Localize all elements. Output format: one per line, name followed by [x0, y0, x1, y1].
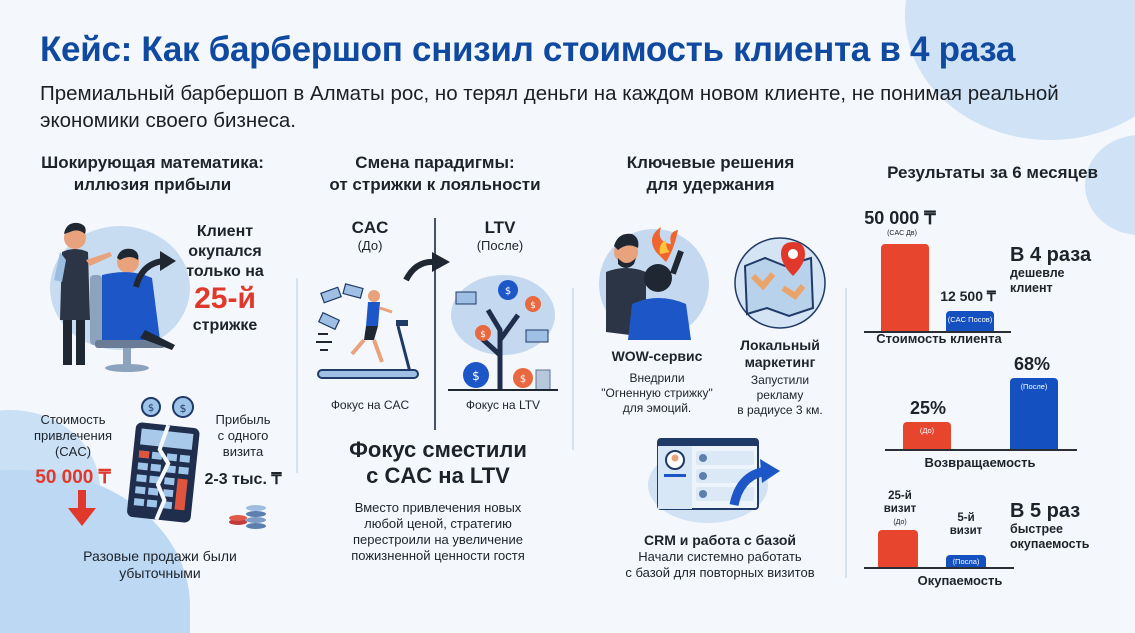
down-arrow-icon	[68, 490, 96, 526]
page-title: Кейс: Как барбершоп снизил стоимость кли…	[40, 30, 1016, 69]
caption-focus-cac: Фокус на CAC	[330, 398, 410, 412]
broken-calculator-icon: $ $	[127, 396, 200, 523]
bar-retention-before: (До)	[903, 422, 951, 450]
payback-callout: Клиент окупался только на 25-й стрижке	[175, 222, 275, 336]
divider-2	[572, 288, 574, 450]
page-subtitle: Премиальный барбершоп в Алматы рос, но т…	[40, 82, 1059, 132]
chart-caption-cost: Стоимость клиента	[876, 331, 1002, 346]
svg-text:$: $	[180, 402, 187, 415]
payback-highlight: 25-й	[194, 282, 256, 315]
cac-stat: Стоимость привлечения (CAC) 50 000 ₸	[18, 412, 128, 488]
svg-text:$: $	[505, 286, 511, 297]
svg-text:$: $	[472, 369, 480, 383]
svg-text:$: $	[520, 374, 526, 385]
section-heading: Ключевые решения для удержания	[626, 153, 795, 194]
barber-illustration-icon	[50, 222, 190, 372]
solution-crm: CRM и работа с базой Начали системно раб…	[625, 532, 815, 580]
loss-conclusion: Разовые продажи были убыточными	[83, 548, 237, 581]
divider-1	[296, 278, 298, 473]
svg-text:$: $	[530, 301, 536, 311]
profit-stat: Прибыль с одного визита 2-3 тыс. ₸	[198, 412, 288, 488]
callout-4x-cheaper: В 4 раза дешевле клиент	[1010, 244, 1092, 295]
section-shocking-math: Шокирующая математика: иллюзия прибыли	[15, 152, 290, 196]
curved-arrow-icon	[133, 251, 176, 288]
bar-cac-before	[881, 244, 929, 332]
focus-shift-description: Вместо привлечения новых любой ценой, ст…	[351, 500, 525, 563]
section-heading: Смена парадигмы: от стрижки к лояльности	[329, 153, 541, 194]
cac-before-label: CAC (До)	[351, 218, 389, 253]
bar-payback-after: (Посла)	[946, 555, 986, 568]
svg-text:$: $	[148, 403, 154, 414]
money-tree-icon: $ $ $ $ $	[448, 275, 558, 391]
bar-retention-after: (После)	[1010, 378, 1058, 450]
fire-haircut-icon	[599, 227, 709, 340]
section-paradigm-shift: Смена парадигмы: от стрижки к лояльности	[300, 152, 570, 196]
crm-database-icon	[648, 438, 780, 523]
ltv-after-label: LTV (После)	[476, 218, 524, 253]
cac-value: 50 000 ₸	[35, 467, 111, 488]
section-heading: Результаты за 6 месяцев	[887, 163, 1098, 182]
chart-retention: 25% (До) 68% (После)	[885, 354, 1077, 451]
section-retention-solutions: Ключевые решения для удержания	[578, 152, 843, 196]
chart-client-cost: 50 000 ₸ (CAC Дв) 12 500 ₸ (CAC Посов)	[864, 208, 1014, 333]
profit-value: 2-3 тыс. ₸	[204, 471, 282, 488]
bar-payback-before	[878, 530, 918, 568]
decor-blob-right	[1085, 135, 1135, 235]
solution-wow-service: WOW-сервис Внедрили "Огненную стрижку" д…	[601, 348, 713, 415]
before-after-divider	[434, 218, 436, 598]
divider-3	[845, 288, 847, 578]
chart-caption-payback: Окупаемость	[917, 573, 1003, 588]
chart-caption-retention: Возвращаемость	[924, 455, 1036, 470]
svg-text:$: $	[480, 330, 486, 340]
treadmill-runner-icon	[316, 283, 419, 379]
section-heading: Шокирующая математика: иллюзия прибыли	[41, 153, 264, 194]
bar-cac-after: (CAC Посов)	[946, 311, 994, 332]
caption-focus-ltv: Фокус на LTV	[465, 398, 541, 412]
coins-icon	[229, 505, 266, 529]
solution-local-marketing: Локальный маркетинг Запустили рекламу в …	[737, 337, 823, 417]
callout-5x-faster: В 5 раз быстрее окупаемость	[1010, 500, 1090, 551]
curved-arrow-icon	[403, 252, 450, 282]
section-results: Результаты за 6 месяцев	[850, 152, 1135, 184]
chart-payback: 25-й визит (До) 5-й визит (Посла)	[864, 490, 1014, 569]
focus-shift-heading: Фокус сместили с CAC на LTV	[349, 437, 527, 488]
local-map-pin-icon	[734, 237, 826, 329]
